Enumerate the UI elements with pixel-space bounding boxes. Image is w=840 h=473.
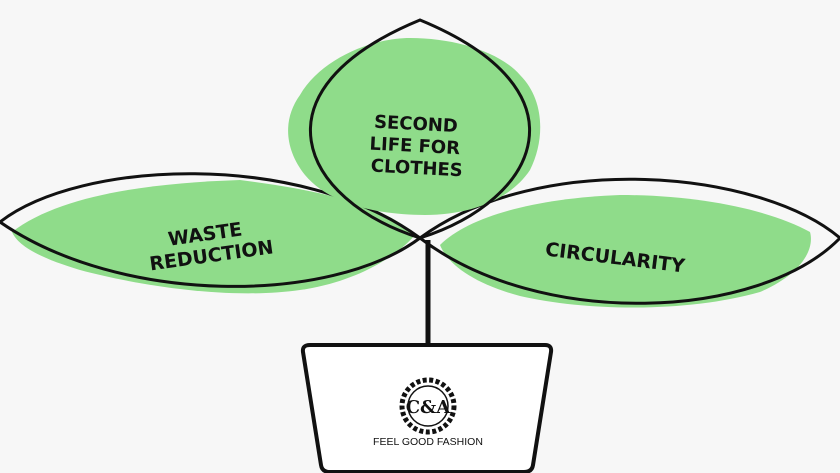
leaf-second-life: SECOND LIFE FOR CLOTHES — [288, 18, 541, 240]
leaf-second-life-fill — [288, 38, 541, 215]
leaf-waste-reduction-fill — [12, 180, 415, 294]
leaf-second-life-line3: CLOTHES — [370, 156, 463, 182]
logo-text: C&A — [406, 397, 452, 418]
leaf-circularity-fill — [440, 195, 811, 308]
pot-tagline: FEEL GOOD FASHION — [373, 436, 483, 448]
brand-logo: C&A — [399, 377, 457, 435]
flower-pot: C&A FEEL GOOD FASHION — [300, 343, 554, 473]
leaf-second-life-outline — [309, 18, 531, 240]
leaf-circularity: CIRCULARITY — [417, 177, 840, 308]
logo-seal — [399, 377, 457, 435]
logo-seal-inner — [407, 385, 449, 427]
leaf-second-life-line2: LIFE FOR — [369, 133, 461, 159]
leaf-second-life-label: SECOND LIFE FOR CLOTHES — [368, 112, 468, 182]
leaf-second-life-line1: SECOND — [374, 112, 459, 137]
leaf-waste-reduction: WASTE REDUCTION — [0, 172, 423, 294]
